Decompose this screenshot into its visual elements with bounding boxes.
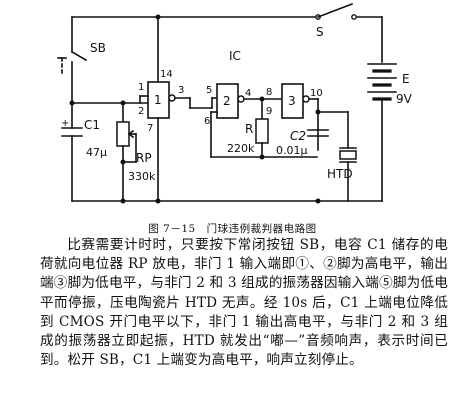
gate2-to-gate3-wire: 8 9 [243,87,283,117]
gate1-input-wire [71,100,149,123]
battery-voltage: 9V [396,92,413,106]
figure-caption: 图 7－15 门球违例裁判器电路图 [148,223,317,235]
top-wire [71,14,383,63]
capacitor-c2: C2 0.01μ [276,129,329,157]
ic-label: IC [229,49,241,63]
resistor-r: R 220k [210,98,318,160]
pin-8: 8 [266,87,272,98]
description-paragraph: 比赛需要计时时，只要按下常闭按钮 SB，电容 C1 储存的电荷就向电位器 RP … [40,237,448,369]
svg-text:+: + [61,118,69,129]
ground-rail [71,198,383,204]
r-value: 220k [227,142,255,155]
switch-s: S [315,2,357,39]
pin-5: 5 [206,85,212,96]
r-name: R [245,122,253,136]
gate3-number: 3 [288,94,296,108]
gate1-number: 1 [154,93,162,107]
battery-name: E [402,72,410,86]
c1-name: C1 [84,118,100,132]
gate1-to-gate2-wire [174,97,218,109]
switch-sb: SB [57,16,106,106]
gate-1: 1 14 1 2 7 3 IC [138,16,241,202]
c1-value: 47μ [86,146,107,159]
battery-e: E 9V [367,63,413,202]
pin-4: 4 [245,88,251,99]
pin-7: 7 [147,123,153,134]
pin-2: 2 [138,106,144,117]
piezo-htd: HTD [317,111,357,202]
potentiometer-rp: RP 330k [116,121,156,202]
pin-1: 1 [138,82,144,93]
pin-9: 9 [266,106,272,117]
pin-3: 3 [178,85,184,96]
switch-s-label: S [316,25,324,39]
rp-value: 330k [128,170,156,183]
rp-name: RP [136,151,152,165]
capacitor-c1: + C1 47μ [61,102,107,202]
switch-sb-label: SB [90,41,106,55]
c2-name: C2 [290,129,306,143]
htd-label: HTD [327,167,353,181]
pin-10: 10 [310,88,323,99]
circuit-diagram: S E 9V SB + C1 47μ [57,2,413,204]
gate-2: 2 5 6 4 [204,83,251,158]
pin-6: 6 [204,116,210,127]
c2-value: 0.01μ [276,144,308,157]
pin-14: 14 [160,69,173,80]
gate2-number: 2 [223,94,231,108]
